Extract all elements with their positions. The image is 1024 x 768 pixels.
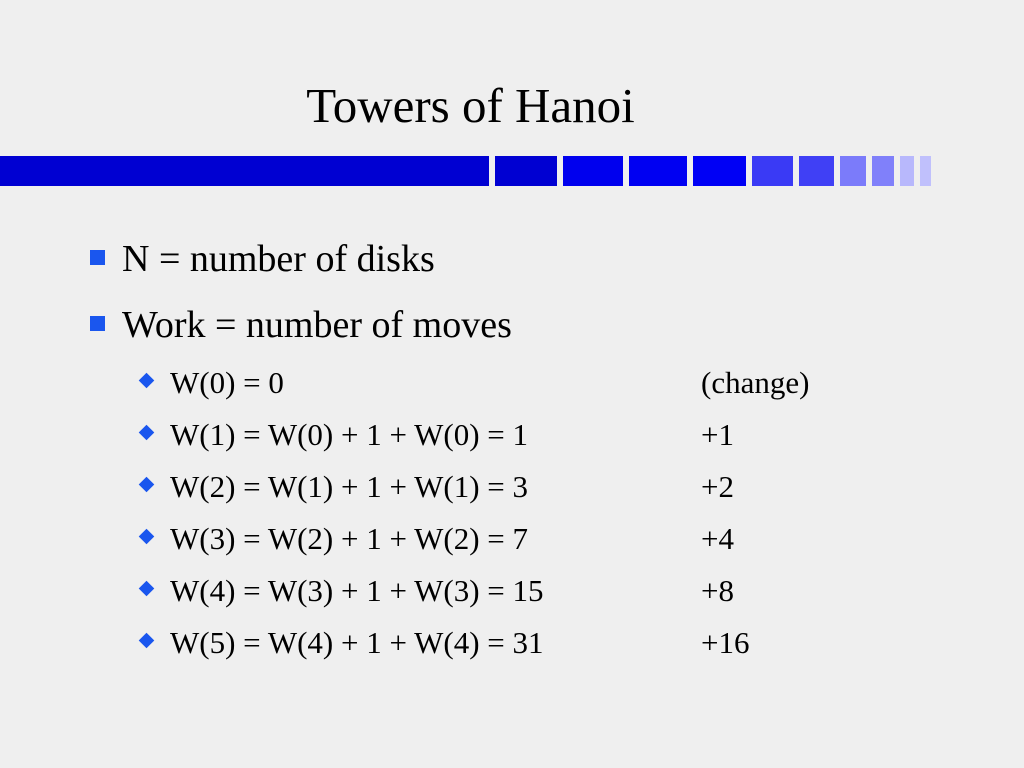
- list-item-label: N = number of disks: [122, 238, 435, 280]
- bar-segment: [563, 156, 623, 186]
- list-item: N = number of disks: [0, 228, 1024, 294]
- page-title: Towers of Hanoi: [306, 78, 635, 133]
- recurrence-equation: W(2) = W(1) + 1 + W(1) = 3: [170, 469, 529, 504]
- recurrence-equation: W(1) = W(0) + 1 + W(0) = 1: [170, 417, 529, 452]
- recurrence-equation: W(0) = 0: [170, 365, 284, 400]
- diamond-bullet-icon: [138, 528, 155, 545]
- recurrence-equation: W(4) = W(3) + 1 + W(3) = 15: [170, 573, 544, 608]
- diamond-bullet-icon: [138, 476, 155, 493]
- sub-list: W(0) = 0 (change) W(1) = W(0) + 1 + W(0)…: [0, 358, 1024, 670]
- sub-list-item: W(0) = 0 (change): [0, 358, 1024, 410]
- recurrence-equation: W(5) = W(4) + 1 + W(4) = 31: [170, 625, 544, 660]
- bar-segment: [693, 156, 746, 186]
- bar-segment: [872, 156, 894, 186]
- diamond-bullet-icon: [138, 424, 155, 441]
- change-value: +2: [701, 469, 734, 504]
- change-value: (change): [701, 365, 810, 400]
- change-value: +8: [701, 573, 734, 608]
- diamond-bullet-icon: [138, 632, 155, 649]
- list-item: Work = number of moves: [0, 294, 1024, 360]
- change-value: +16: [701, 625, 750, 660]
- bar-segment: [0, 156, 489, 186]
- bar-segment: [799, 156, 834, 186]
- bar-segment: [495, 156, 557, 186]
- sub-list-item: W(2) = W(1) + 1 + W(1) = 3 +2: [0, 462, 1024, 514]
- bar-segment: [629, 156, 687, 186]
- sub-list-item: W(4) = W(3) + 1 + W(3) = 15 +8: [0, 566, 1024, 618]
- diamond-bullet-icon: [138, 372, 155, 389]
- slide-body: N = number of disks Work = number of mov…: [0, 228, 1024, 670]
- change-value: +1: [701, 417, 734, 452]
- diamond-bullet-icon: [138, 580, 155, 597]
- sub-list-item: W(3) = W(2) + 1 + W(2) = 7 +4: [0, 514, 1024, 566]
- bar-segment: [920, 156, 931, 186]
- list-item-label: Work = number of moves: [122, 304, 512, 346]
- sub-list-item: W(5) = W(4) + 1 + W(4) = 31 +16: [0, 618, 1024, 670]
- sub-list-item: W(1) = W(0) + 1 + W(0) = 1 +1: [0, 410, 1024, 462]
- recurrence-equation: W(3) = W(2) + 1 + W(2) = 7: [170, 521, 529, 556]
- bar-segment: [900, 156, 914, 186]
- square-bullet-icon: [90, 250, 105, 265]
- decorative-segmented-bar: [0, 156, 940, 186]
- square-bullet-icon: [90, 316, 105, 331]
- bar-segment: [752, 156, 793, 186]
- change-value: +4: [701, 521, 734, 556]
- bar-segment: [840, 156, 866, 186]
